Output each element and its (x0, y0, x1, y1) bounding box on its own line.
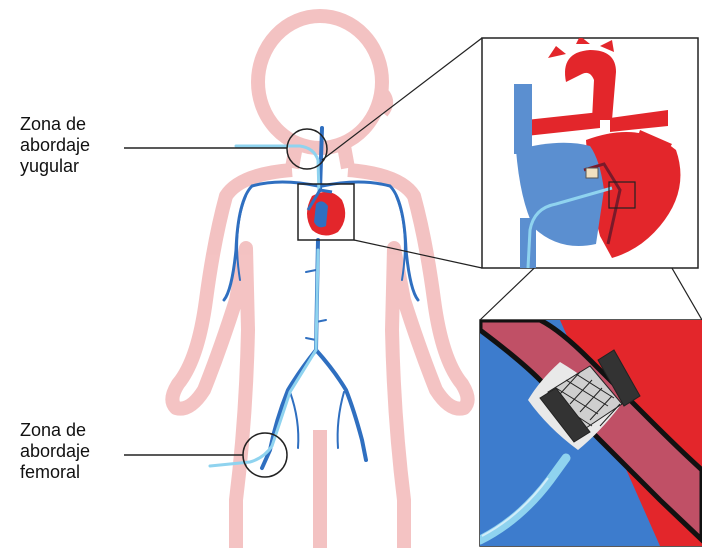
femoral-label-line3: femoral (20, 462, 90, 483)
jugular-label-line2: abordaje (20, 135, 90, 156)
device-closeup-panel (480, 320, 702, 546)
heart-zoom-panel (482, 36, 698, 270)
jugular-access-label: Zona de abordaje yugular (20, 114, 90, 177)
femoral-access-label: Zona de abordaje femoral (20, 420, 90, 483)
small-heart (298, 184, 354, 240)
femoral-label-line1: Zona de (20, 420, 90, 441)
child-body-silhouette (172, 16, 467, 548)
jugular-label-line3: yugular (20, 156, 90, 177)
jugular-label-line1: Zona de (20, 114, 90, 135)
femoral-label-line2: abordaje (20, 441, 90, 462)
